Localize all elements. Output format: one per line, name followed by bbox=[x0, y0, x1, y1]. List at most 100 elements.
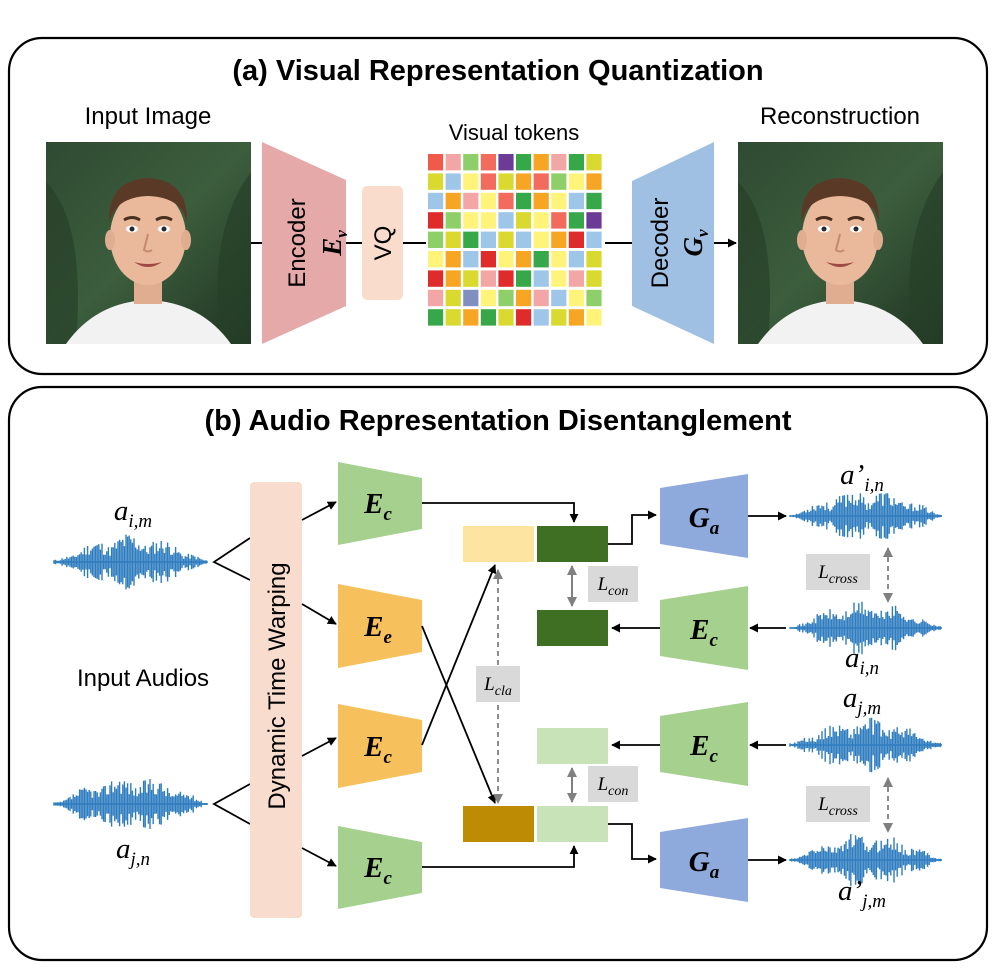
panel-b: (b) Audio Representation Disentanglement… bbox=[7, 385, 989, 962]
visual-token bbox=[586, 231, 602, 248]
visual-token bbox=[480, 251, 496, 268]
visual-token bbox=[480, 212, 496, 229]
visual-token bbox=[463, 212, 479, 229]
arrow-ec2-to-concat-top bbox=[421, 564, 497, 746]
visual-token bbox=[428, 192, 444, 210]
visual-token bbox=[586, 251, 602, 268]
visual-token bbox=[428, 173, 444, 190]
visual-token bbox=[586, 270, 602, 287]
visual-token bbox=[533, 192, 549, 210]
arrow-ee-to-concat-bottom bbox=[421, 625, 497, 804]
svg-text:Gv: Gv bbox=[678, 229, 712, 257]
visual-token bbox=[551, 192, 567, 210]
loss-cross-box-top bbox=[806, 554, 870, 590]
visual-token bbox=[568, 192, 584, 210]
visual-token bbox=[586, 154, 602, 171]
encoder-c-block-ref-top bbox=[660, 586, 748, 670]
visual-token bbox=[516, 309, 532, 326]
reconstruction-label: Reconstruction bbox=[760, 103, 920, 130]
loss-con-label-bottom: Lcon bbox=[597, 774, 629, 799]
visual-token bbox=[498, 270, 514, 287]
visual-token bbox=[463, 270, 479, 287]
visual-token bbox=[445, 251, 461, 268]
input-image-label: Input Image bbox=[85, 103, 212, 130]
loss-cross-label-top: Lcross bbox=[817, 562, 858, 587]
visual-token-grid bbox=[428, 154, 602, 326]
arrow-ec1-to-concat-top bbox=[422, 502, 579, 523]
audio-waveform-output-bottom bbox=[789, 834, 942, 886]
visual-token bbox=[428, 309, 444, 326]
feature-content-dark-green-top bbox=[537, 526, 608, 562]
visual-token bbox=[516, 173, 532, 190]
visual-token bbox=[551, 212, 567, 229]
audio-waveform-output-top bbox=[789, 493, 942, 539]
encoder-c-block-2 bbox=[338, 704, 422, 788]
visual-token bbox=[445, 173, 461, 190]
decoder-v-block bbox=[632, 142, 714, 344]
visual-token bbox=[428, 212, 444, 229]
waveform-trace bbox=[53, 779, 207, 829]
panel-a: (a) Visual Representation Quantization I… bbox=[7, 36, 989, 376]
visual-token bbox=[586, 309, 602, 326]
arrow-dtw-ec3 bbox=[301, 847, 337, 867]
generator-a-label-top: Ga bbox=[689, 502, 720, 539]
visual-token bbox=[533, 231, 549, 248]
visual-token bbox=[498, 251, 514, 268]
arrow-dtw-ec2 bbox=[301, 737, 337, 757]
input-face-image bbox=[44, 140, 253, 346]
dtw-block bbox=[250, 482, 302, 918]
visual-token bbox=[498, 192, 514, 210]
encoder-c-label-3: Ec bbox=[363, 852, 392, 889]
visual-token bbox=[498, 309, 514, 326]
encoder-v-word: Encoder bbox=[284, 198, 311, 287]
visual-token bbox=[480, 154, 496, 171]
audio-label-a-j-n: aj,n bbox=[116, 833, 150, 870]
input-audios-label: Input Audios bbox=[77, 665, 209, 692]
visual-token bbox=[586, 173, 602, 190]
feature-content-dark-green-ref bbox=[537, 610, 608, 646]
encoder-c-label-ref-top: Ec bbox=[689, 614, 718, 651]
visual-token bbox=[586, 212, 602, 229]
visual-token bbox=[586, 192, 602, 210]
waveform-trace bbox=[789, 493, 942, 539]
arrow-concat-bottom-to-ga bbox=[608, 823, 657, 864]
visual-token bbox=[568, 212, 584, 229]
visual-token bbox=[533, 270, 549, 287]
visual-token bbox=[463, 192, 479, 210]
visual-token bbox=[445, 309, 461, 326]
visual-token bbox=[445, 231, 461, 248]
encoder-e-label: Ee bbox=[363, 611, 392, 648]
feature-emotion-yellow bbox=[463, 526, 534, 562]
visual-token bbox=[498, 154, 514, 171]
visual-token bbox=[516, 154, 532, 171]
visual-token bbox=[568, 289, 584, 307]
visual-token bbox=[463, 289, 479, 307]
visual-token bbox=[445, 270, 461, 287]
visual-token bbox=[428, 270, 444, 287]
visual-token bbox=[428, 251, 444, 268]
encoder-c-block-1 bbox=[338, 462, 422, 545]
encoder-v-block bbox=[262, 142, 346, 344]
visual-token bbox=[568, 251, 584, 268]
visual-token bbox=[463, 231, 479, 248]
visual-token bbox=[533, 309, 549, 326]
visual-token bbox=[533, 251, 549, 268]
visual-token bbox=[568, 154, 584, 171]
visual-token bbox=[516, 192, 532, 210]
fork-top bbox=[212, 537, 251, 581]
feature-content-light-green-bottom bbox=[537, 806, 608, 842]
waveform-trace bbox=[53, 534, 207, 590]
visual-token bbox=[551, 309, 567, 326]
encoder-c-label-1: Ec bbox=[363, 488, 392, 525]
visual-token bbox=[480, 192, 496, 210]
visual-token bbox=[480, 309, 496, 326]
waveform-trace bbox=[789, 834, 942, 886]
visual-token bbox=[428, 289, 444, 307]
visual-token bbox=[445, 192, 461, 210]
audio-waveform-ref-top bbox=[789, 601, 942, 655]
loss-con-label-top: Lcon bbox=[597, 574, 629, 599]
visual-token bbox=[463, 173, 479, 190]
loss-con-box-top bbox=[588, 566, 638, 602]
visual-token bbox=[533, 289, 549, 307]
